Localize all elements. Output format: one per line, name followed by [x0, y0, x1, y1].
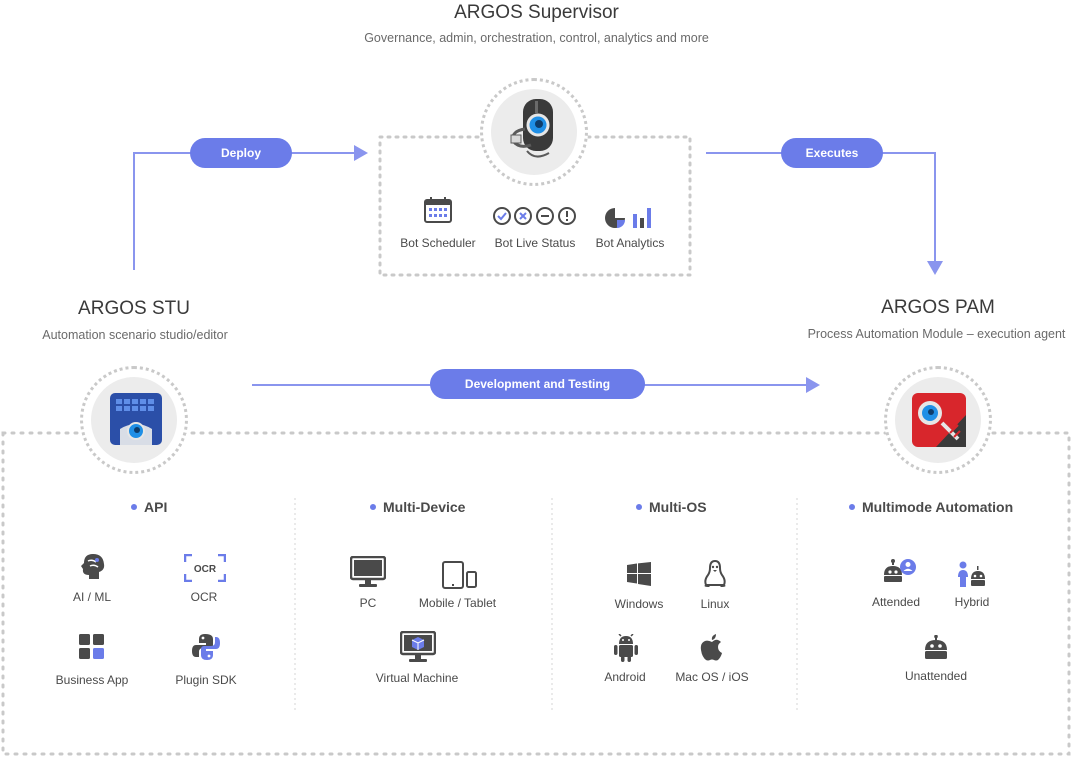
bot-scheduler-label: Bot Scheduler [400, 236, 476, 250]
calendar-icon [424, 197, 452, 223]
ocr-icon-text: OCR [194, 564, 217, 575]
keyboard-robot-icon [110, 393, 162, 445]
windows-label: Windows [614, 597, 664, 611]
bot-analytics-label: Bot Analytics [595, 236, 665, 250]
virtual-machine-label: Virtual Machine [375, 671, 459, 685]
column-heading-multi-device: Multi-Device [370, 499, 465, 515]
capabilities-box [1, 431, 1071, 756]
mobile-tablet-label: Mobile / Tablet [418, 596, 497, 610]
monitor-icon [350, 556, 386, 587]
ai-ml-label: AI / ML [72, 590, 111, 604]
vm-monitor-icon [400, 631, 436, 662]
grid-apps-icon [79, 634, 104, 659]
person-bot-icon [958, 561, 985, 587]
column-heading-api: API [131, 499, 167, 515]
supervisor-logo [480, 78, 588, 186]
executor-robot-icon [912, 393, 966, 447]
executes-pill[interactable]: Executes [781, 138, 883, 168]
column-heading-multimode: Multimode Automation [849, 499, 1013, 515]
status-icons [493, 207, 576, 225]
windows-icon [627, 562, 651, 586]
deploy-connector [133, 145, 368, 270]
pam-title: ARGOS PAM [881, 297, 995, 318]
unattended-label: Unattended [904, 669, 968, 683]
plugin-sdk-label: Plugin SDK [175, 673, 237, 687]
pam-logo [884, 366, 992, 474]
hybrid-label: Hybrid [954, 595, 990, 609]
brain-icon [81, 554, 105, 579]
analytics-icon [605, 208, 651, 228]
deploy-pill[interactable]: Deploy [190, 138, 292, 168]
ocr-icon: OCR [184, 554, 226, 582]
bot-icon [925, 635, 947, 659]
supervisor-title: ARGOS Supervisor [454, 2, 619, 23]
tablet-phone-icon [442, 561, 477, 589]
ocr-label: OCR [190, 590, 218, 604]
mouse-robot-icon [510, 99, 553, 158]
business-app-label: Business App [55, 673, 129, 687]
stu-subtitle: Automation scenario studio/editor [42, 328, 228, 342]
executes-connector [706, 152, 943, 275]
column-heading-multi-os: Multi-OS [636, 499, 707, 515]
linux-label: Linux [700, 597, 730, 611]
bot-person-icon [884, 559, 916, 582]
macos-ios-label: Mac OS / iOS [675, 670, 749, 684]
development-testing-pill[interactable]: Development and Testing [430, 369, 645, 399]
bot-live-status-label: Bot Live Status [494, 236, 576, 250]
python-icon [192, 634, 220, 660]
linux-icon [704, 560, 726, 587]
supervisor-subtitle: Governance, admin, orchestration, contro… [364, 31, 709, 45]
attended-label: Attended [871, 595, 921, 609]
pam-subtitle: Process Automation Module – execution ag… [807, 327, 1066, 341]
pc-label: PC [359, 596, 377, 610]
apple-icon [700, 634, 722, 661]
stu-logo [80, 366, 188, 474]
android-icon [614, 634, 638, 662]
android-label: Android [604, 670, 646, 684]
stu-title: ARGOS STU [78, 298, 190, 319]
